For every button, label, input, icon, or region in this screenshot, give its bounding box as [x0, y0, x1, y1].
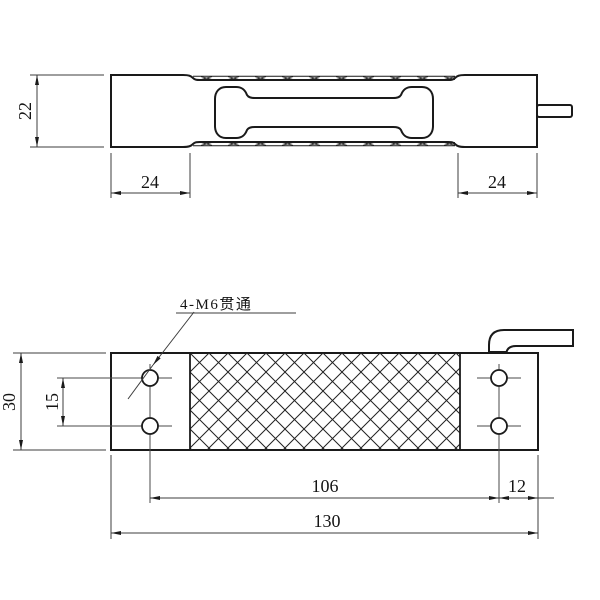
mounting-hole-bottom-right — [490, 417, 508, 435]
height-label: 22 — [15, 102, 35, 120]
dimension-hole-to-edge-12: 12 — [499, 455, 554, 539]
depth-label: 30 — [0, 393, 19, 411]
dimension-hole-span-106: 106 — [150, 476, 499, 500]
dimension-right-end-24: 24 — [457, 153, 538, 198]
left-end-label: 24 — [141, 172, 159, 192]
plan-view: 4-M6贯通 30 15 106 12 — [0, 296, 574, 539]
mounting-hole-top-right — [490, 369, 508, 387]
cable-stub-side — [536, 104, 573, 118]
dimension-left-end-24: 24 — [110, 153, 191, 198]
mounting-hole-top-left — [141, 369, 159, 387]
top-view: 22 24 24 — [15, 74, 573, 198]
dimension-overall-width-130: 130 — [110, 455, 538, 539]
bottom-sealant-strip — [193, 142, 455, 146]
cable-stub-plan — [488, 329, 574, 353]
dimension-depth-30: 30 — [0, 352, 106, 451]
holes-note-label: 4-M6贯通 — [180, 296, 252, 313]
hatched-zone — [190, 353, 460, 450]
right-end-label: 24 — [488, 172, 506, 192]
mounting-hole-bottom-left — [141, 417, 159, 435]
hole-to-edge-label: 12 — [508, 476, 526, 496]
dimension-height-22: 22 — [15, 74, 104, 148]
top-sealant-strip — [193, 76, 455, 80]
hole-span-label: 106 — [312, 476, 339, 496]
holes-note-leader: 4-M6贯通 — [127, 296, 296, 400]
strain-gauge-cutout — [214, 86, 434, 139]
hole-pitch-label: 15 — [42, 393, 62, 411]
dimension-hole-pitch-15: 15 — [42, 378, 65, 426]
overall-width-label: 130 — [314, 511, 341, 531]
